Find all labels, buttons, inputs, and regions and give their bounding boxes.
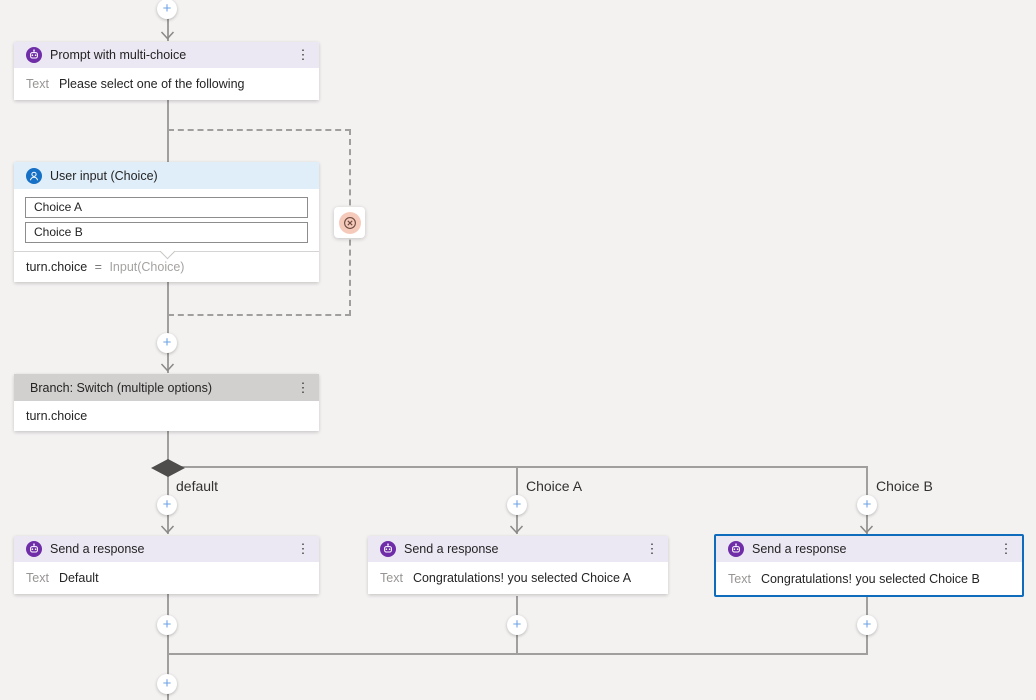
assignment-value: Input(Choice) bbox=[109, 260, 185, 274]
field-value: Please select one of the following bbox=[58, 77, 245, 91]
node-branch-switch[interactable]: Branch: Switch (multiple options) ⋮ turn… bbox=[14, 374, 319, 431]
node-title: Send a response bbox=[752, 542, 847, 556]
bot-icon bbox=[26, 47, 42, 63]
arrowhead-icon bbox=[859, 525, 874, 534]
node-send-response-choice-a[interactable]: Send a response ⋮ Text Congratulations! … bbox=[368, 536, 668, 594]
person-icon bbox=[26, 167, 42, 184]
node-header: Send a response ⋮ bbox=[716, 536, 1022, 562]
merge-line bbox=[167, 653, 868, 655]
field-value: Congratulations! you selected Choice A bbox=[412, 571, 632, 585]
node-user-input-choice[interactable]: User input (Choice) Choice A Choice B tu… bbox=[14, 162, 319, 282]
node-body: Text Congratulations! you selected Choic… bbox=[716, 562, 1022, 595]
branch-label-default: default bbox=[176, 478, 219, 494]
node-title: Prompt with multi-choice bbox=[50, 48, 187, 62]
kebab-menu-icon[interactable]: ⋮ bbox=[999, 541, 1013, 556]
node-body: turn.choice bbox=[14, 401, 319, 431]
choice-list: Choice A Choice B bbox=[14, 189, 319, 251]
bot-icon bbox=[380, 541, 396, 557]
node-header: Branch: Switch (multiple options) ⋮ bbox=[14, 374, 319, 401]
choice-option: Choice A bbox=[25, 197, 308, 218]
node-header: Send a response ⋮ bbox=[14, 536, 319, 562]
node-send-response-choice-b[interactable]: Send a response ⋮ Text Congratulations! … bbox=[714, 534, 1024, 597]
kebab-menu-icon[interactable]: ⋮ bbox=[296, 541, 310, 556]
node-body: Text Default bbox=[14, 562, 319, 594]
node-send-response-default[interactable]: Send a response ⋮ Text Default bbox=[14, 536, 319, 594]
choice-option: Choice B bbox=[25, 222, 308, 243]
connector-line bbox=[167, 431, 169, 468]
arrowhead-icon bbox=[160, 363, 175, 372]
field-label: Text bbox=[380, 571, 403, 585]
add-node-button[interactable]: + bbox=[157, 674, 177, 694]
assignment-operator: = bbox=[94, 260, 102, 274]
connector-line bbox=[167, 100, 169, 163]
kebab-menu-icon[interactable]: ⋮ bbox=[296, 379, 310, 395]
node-title: Send a response bbox=[50, 542, 145, 556]
field-value: Congratulations! you selected Choice B bbox=[760, 571, 980, 586]
node-title: User input (Choice) bbox=[50, 168, 158, 183]
bot-icon bbox=[728, 541, 744, 557]
add-node-button[interactable]: + bbox=[157, 333, 177, 353]
field-value: Default bbox=[58, 571, 99, 585]
field-label: Text bbox=[26, 77, 49, 91]
diamond-icon bbox=[151, 459, 185, 477]
cancel-circle bbox=[338, 211, 361, 234]
branch-label-choice-b: Choice B bbox=[876, 478, 933, 494]
add-node-button[interactable]: + bbox=[157, 0, 177, 19]
bot-icon bbox=[26, 541, 42, 557]
node-title: Send a response bbox=[404, 542, 499, 556]
kebab-menu-icon[interactable]: ⋮ bbox=[296, 47, 310, 62]
add-node-button[interactable]: + bbox=[857, 615, 877, 635]
add-node-button[interactable]: + bbox=[857, 495, 877, 515]
add-node-button[interactable]: + bbox=[157, 615, 177, 635]
connector-line bbox=[167, 282, 169, 373]
circle-x-icon bbox=[343, 216, 356, 229]
node-header: User input (Choice) bbox=[14, 162, 319, 189]
node-header: Send a response ⋮ bbox=[368, 536, 668, 562]
node-header: Prompt with multi-choice ⋮ bbox=[14, 42, 319, 68]
connector-line bbox=[167, 0, 169, 41]
cancel-loop-marker[interactable] bbox=[334, 207, 365, 238]
branch-condition: turn.choice bbox=[26, 409, 88, 423]
add-node-button[interactable]: + bbox=[507, 495, 527, 515]
field-label: Text bbox=[26, 571, 49, 585]
variable-assignment: turn.choice = Input(Choice) bbox=[14, 243, 319, 282]
kebab-menu-icon[interactable]: ⋮ bbox=[645, 541, 659, 556]
arrowhead-icon bbox=[160, 525, 175, 534]
add-node-button[interactable]: + bbox=[157, 495, 177, 515]
branch-label-choice-a: Choice A bbox=[526, 478, 583, 494]
field-label: Text bbox=[728, 571, 751, 586]
add-node-button[interactable]: + bbox=[507, 615, 527, 635]
node-body: Text Congratulations! you selected Choic… bbox=[368, 562, 668, 594]
assignment-variable: turn.choice bbox=[26, 260, 88, 274]
arrowhead-icon bbox=[509, 525, 524, 534]
node-body: Text Please select one of the following bbox=[14, 68, 319, 100]
node-title: Branch: Switch (multiple options) bbox=[30, 380, 213, 395]
arrowhead-icon bbox=[160, 31, 175, 40]
node-prompt-multi-choice[interactable]: Prompt with multi-choice ⋮ Text Please s… bbox=[14, 42, 319, 100]
